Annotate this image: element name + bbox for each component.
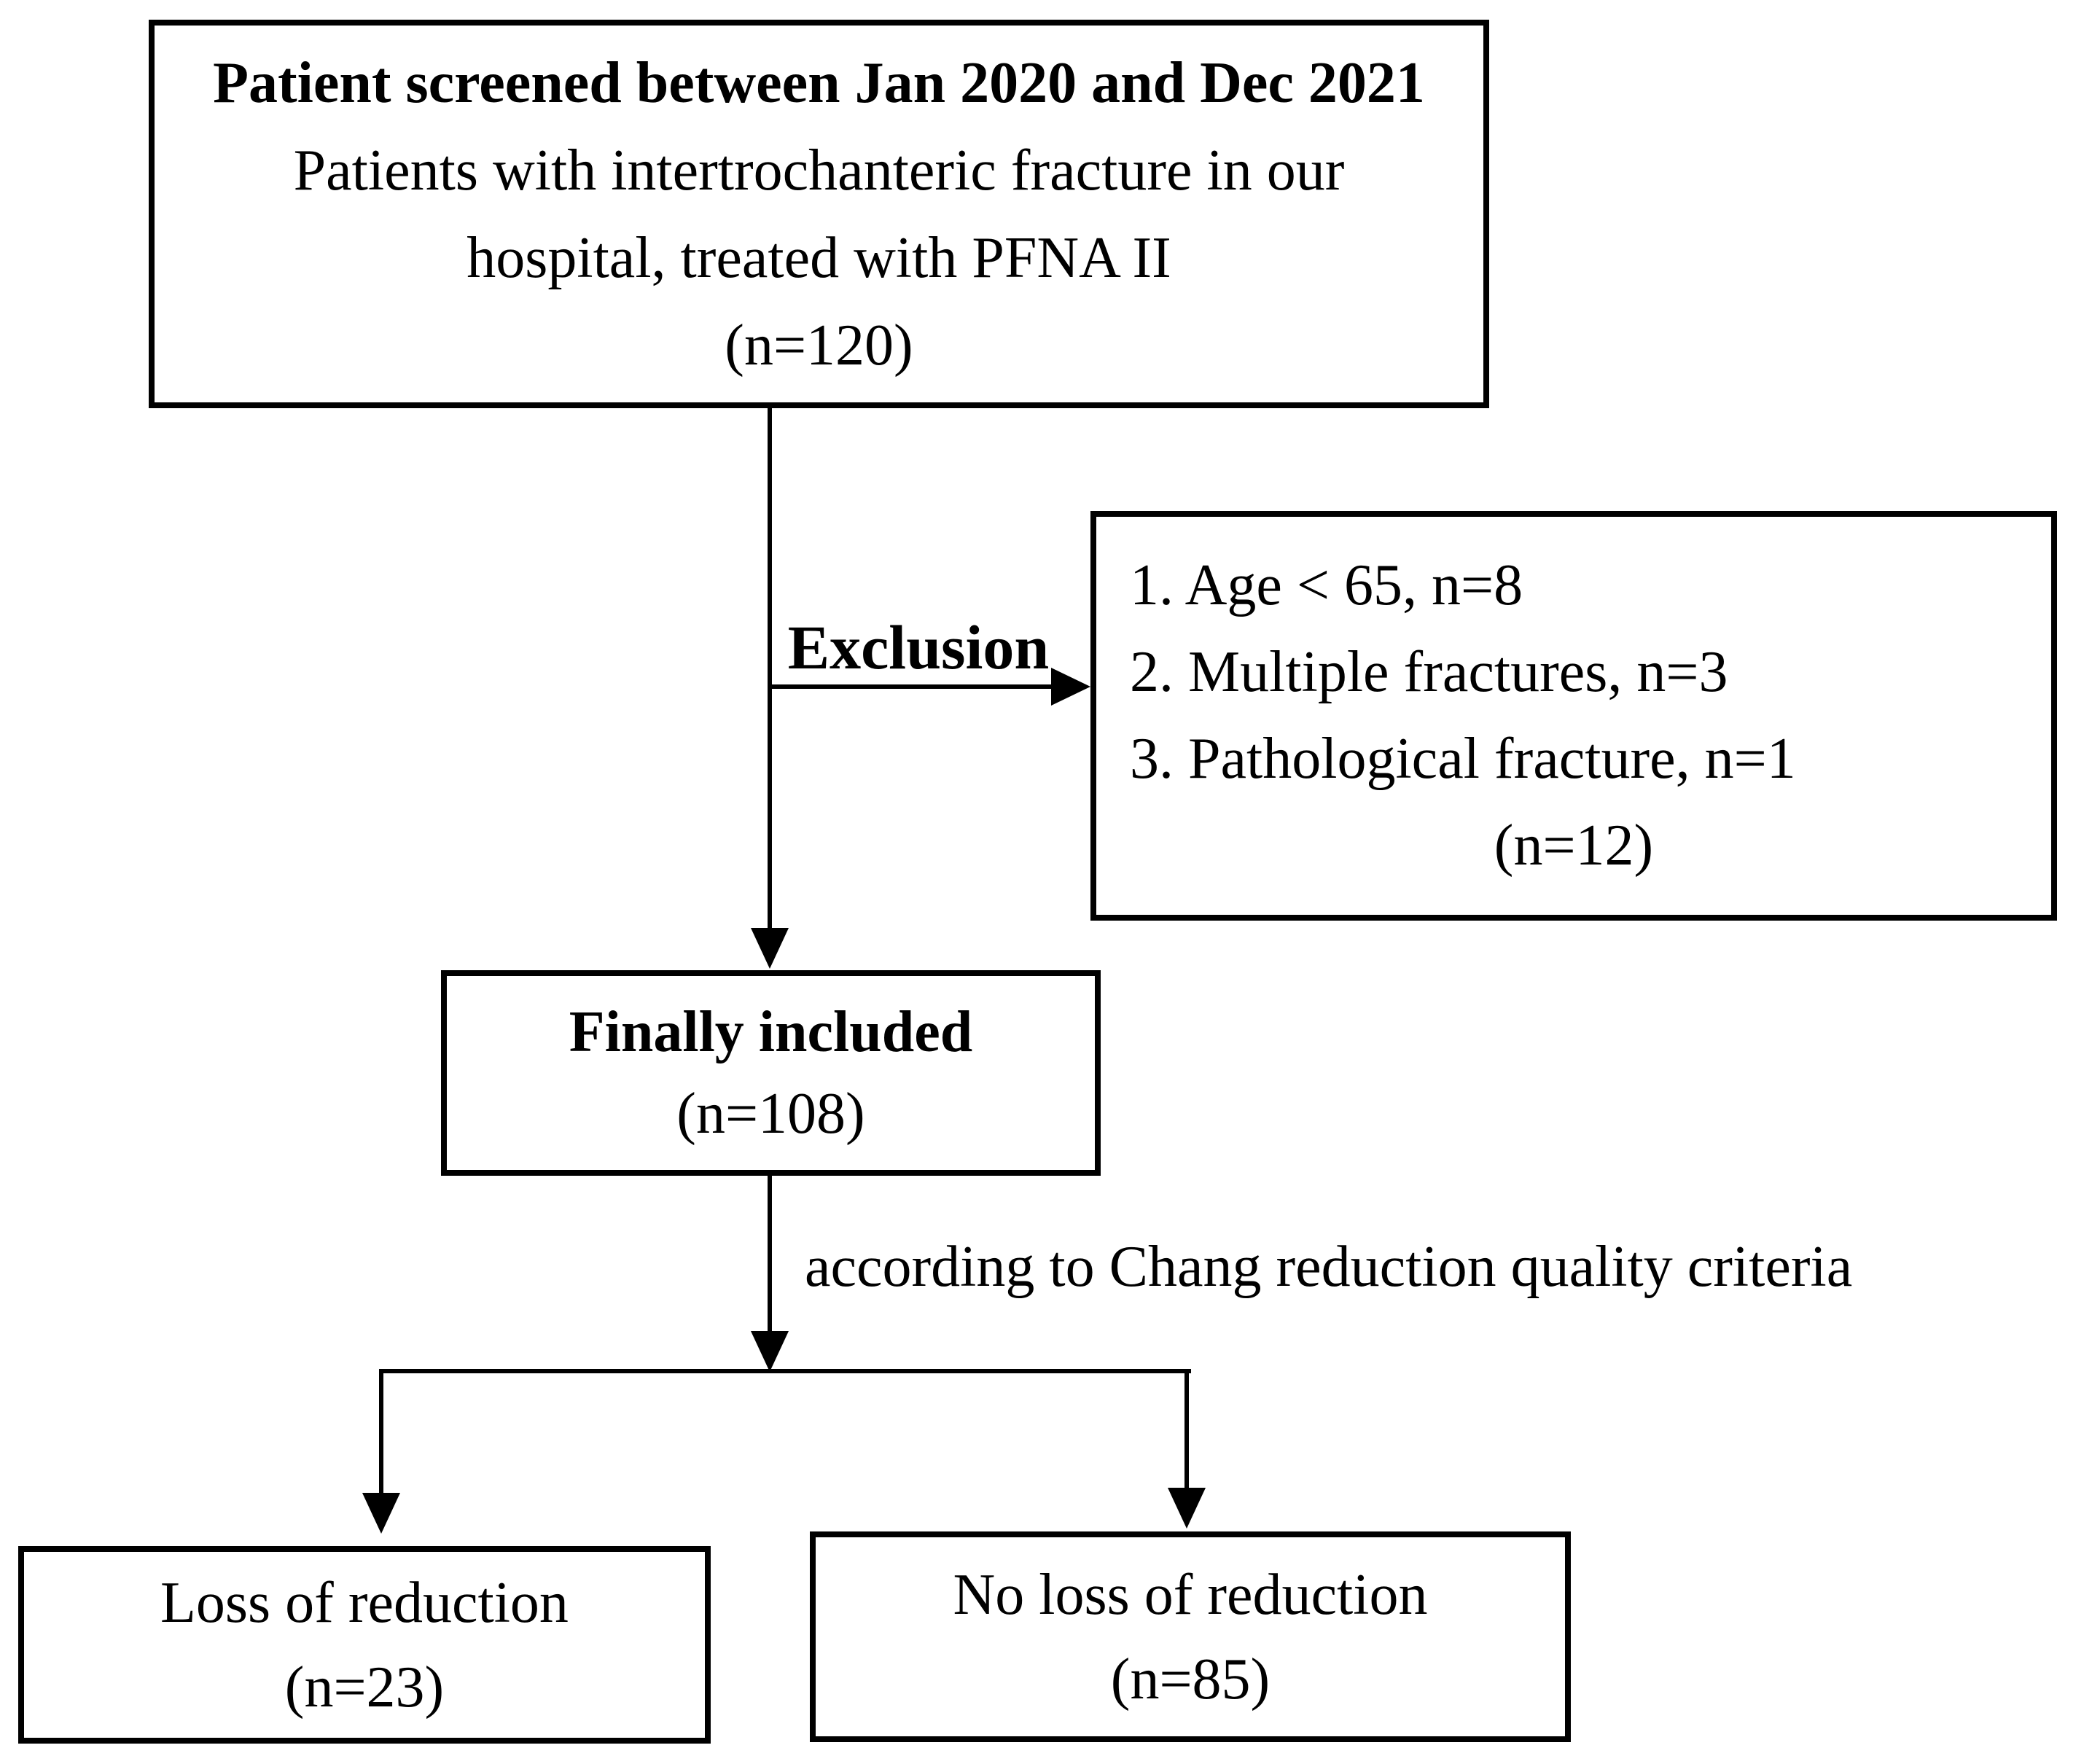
screened-count: (n=120) [725,313,913,378]
down-arrowhead-loss-icon [362,1493,400,1534]
exclusion-item-1: 1. Age < 65, n=8 [1130,553,1523,617]
right-arrowhead-exclusion-icon [1051,668,1090,706]
criteria-note: according to Chang reduction quality cri… [805,1235,1853,1299]
down-arrowhead-branch-icon [751,1331,789,1372]
exclusion-label: Exclusion [787,612,1050,682]
screened-title: Patient screened between Jan 2020 and De… [213,50,1425,115]
connector-included-to-branch [768,1176,772,1333]
connector-branch-to-loss [379,1369,383,1494]
included-title: Finally included [569,1000,973,1064]
exclusion-item-2: 2. Multiple fractures, n=3 [1130,640,1728,704]
exclusion-count: (n=12) [1494,813,1654,878]
connector-branch-to-no-loss [1184,1369,1189,1491]
connector-screened-to-included [768,408,772,930]
exclusion-item-3: 3. Pathological fracture, n=1 [1130,727,1796,791]
screened-patients-box: Patient screened between Jan 2020 and De… [149,20,1489,408]
screened-line3: hospital, treated with PFNA II [467,225,1171,290]
no-loss-of-reduction-box: No loss of reduction (n=85) [810,1531,1571,1742]
loss-title: Loss of reduction [160,1570,569,1635]
down-arrowhead-included-icon [751,928,789,969]
finally-included-box: Finally included (n=108) [441,970,1101,1176]
down-arrowhead-no-loss-icon [1168,1488,1206,1529]
connector-exclusion-arrow [770,684,1053,689]
exclusion-criteria-box: 1. Age < 65, n=8 2. Multiple fractures, … [1090,511,2057,921]
branch-horizontal-line [379,1369,1191,1373]
screened-line2: Patients with intertrochanteric fracture… [293,138,1345,203]
no-loss-title: No loss of reduction [953,1562,1428,1627]
no-loss-count: (n=85) [1110,1647,1271,1712]
loss-count: (n=23) [284,1655,445,1720]
included-count: (n=108) [676,1082,865,1146]
loss-of-reduction-box: Loss of reduction (n=23) [18,1546,711,1744]
